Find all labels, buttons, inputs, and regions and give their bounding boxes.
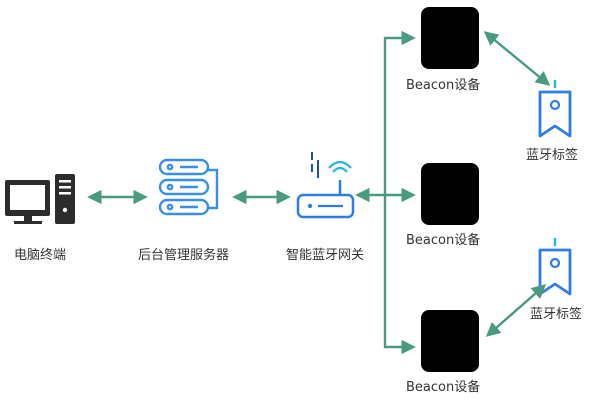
tag-label-1: 蓝牙标签 (526, 148, 579, 163)
beacon-device-3 (421, 310, 479, 372)
bluetooth-gateway-router-icon (296, 152, 355, 219)
beacon-label-3: Beacon设备 (406, 380, 481, 395)
connector-beacon-3-tag-2 (485, 284, 547, 337)
desktop-computer-icon (5, 174, 75, 224)
beacon-device-1 (421, 7, 479, 69)
tag-label-2: 蓝牙标签 (530, 307, 583, 322)
gateway-label: 智能蓝牙网关 (286, 248, 365, 263)
beacon-device-2 (421, 163, 479, 225)
server-stack-icon (158, 158, 219, 216)
beacon-label-2: Beacon设备 (406, 233, 481, 248)
connector-gateway-beacon-3 (383, 195, 416, 355)
computer-label: 电脑终端 (14, 248, 67, 263)
connector-beacon-1-tag-1 (483, 31, 551, 86)
server-label: 后台管理服务器 (138, 248, 230, 263)
bluetooth-tag-icon (538, 80, 572, 138)
connector-gateway-beacon-1 (383, 30, 416, 195)
bluetooth-tag-icon (538, 238, 572, 296)
beacon-label-1: Beacon设备 (406, 78, 481, 93)
